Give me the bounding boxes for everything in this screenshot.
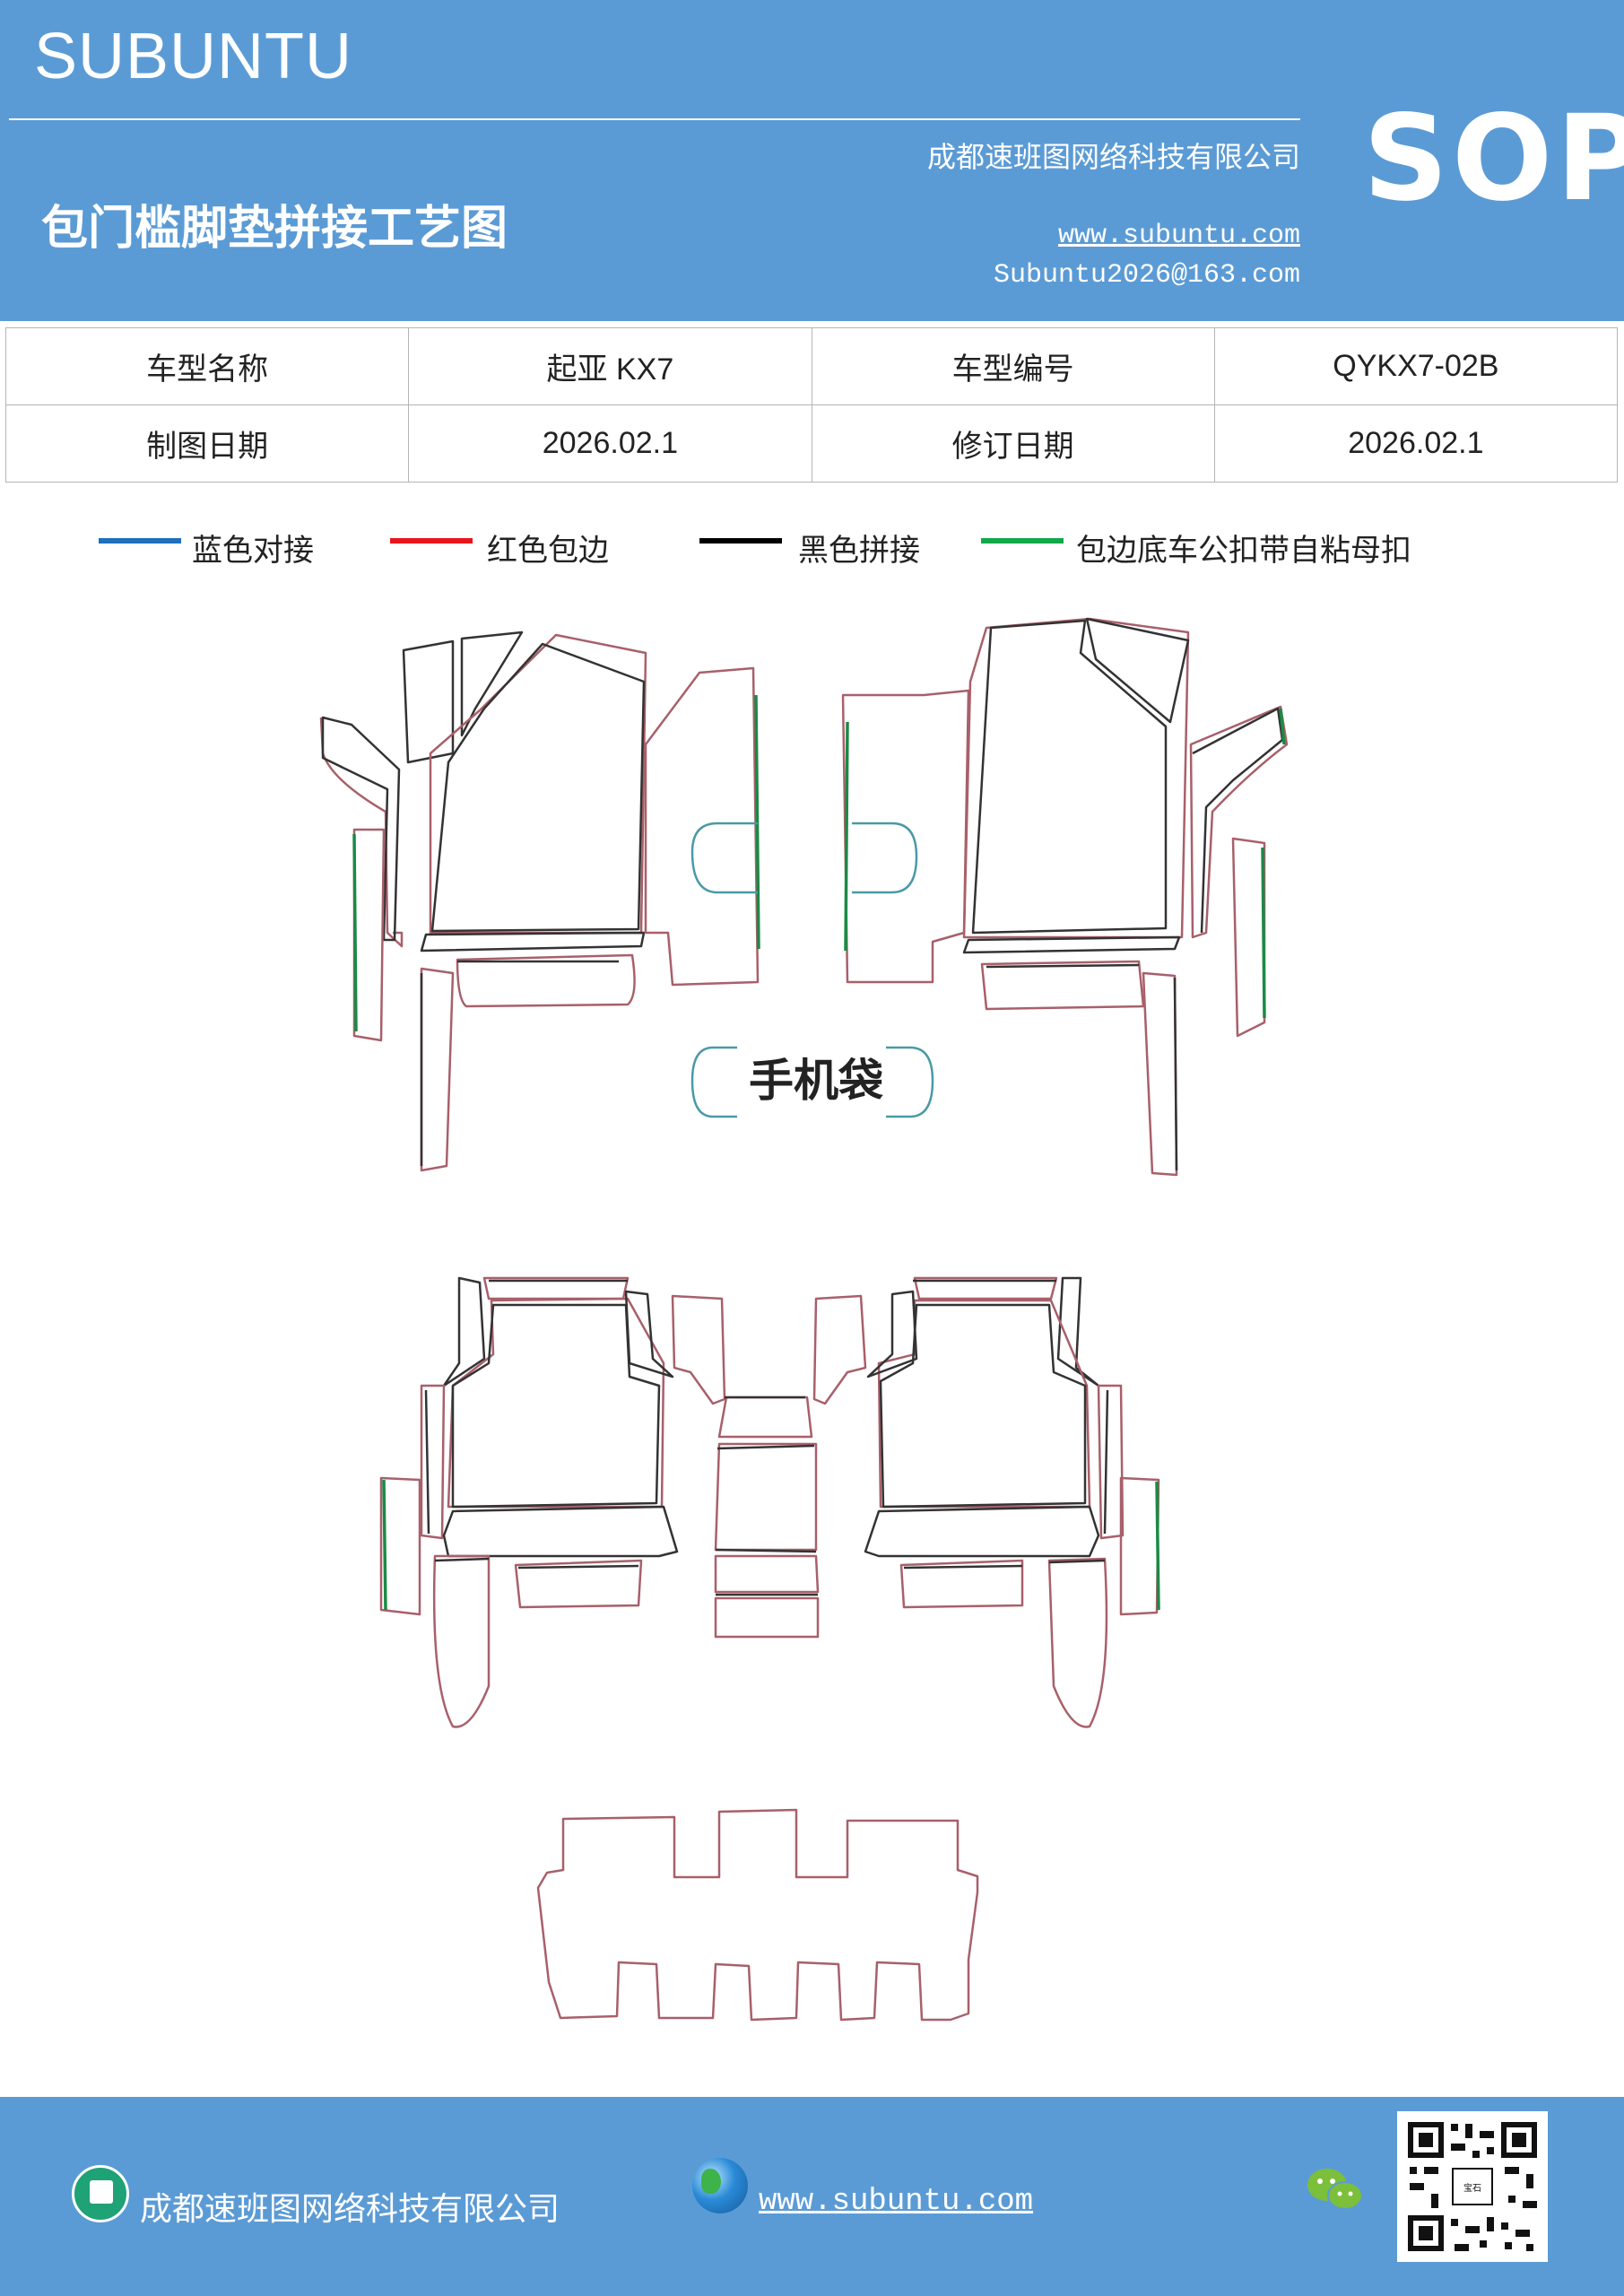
model-name-label: 车型名称 [4,327,410,405]
header-band: SUBUNTU 包门槛脚垫拼接工艺图 成都速班图网络科技有限公司 www.sub… [0,0,1624,321]
mat-pattern-drawing: 手机袋 [319,617,1289,2022]
legend-label: 包边底车公扣带自粘母扣 [1076,533,1411,569]
legend-label: 蓝色对接 [192,533,314,569]
svg-text:宝石: 宝石 [1463,2182,1481,2194]
phone-bag-label: 手机袋 [749,1055,883,1107]
brand-logo-text: SUBUNTU [34,21,353,92]
legend-swatch [699,538,782,544]
document-title: 包门槛脚垫拼接工艺图 [41,201,508,256]
legend-label: 黑色拼接 [798,533,920,569]
footer-band: 成都速班图网络科技有限公司 www.subuntu.com 宝石 [0,2097,1624,2296]
building-icon [72,2165,129,2222]
revise-date-value: 2026.02.1 [1213,404,1619,483]
footer-company-name: 成都速班图网络科技有限公司 [140,2191,560,2228]
sop-label: SOP [1363,90,1624,228]
header-email: Subuntu2026@163.com [993,260,1300,291]
second-row-mats [379,1276,726,1728]
revise-date-label: 修订日期 [811,404,1215,483]
footer-website-link[interactable]: www.subuntu.com [759,2185,1034,2219]
legend-swatch [390,538,473,544]
front-right-mat-group [841,617,1289,1177]
legend-label: 红色包边 [487,533,609,569]
table-row: 制图日期 2026.02.1 修订日期 2026.02.1 [4,404,1619,483]
front-left-mat-group [319,631,760,1172]
qr-code: 宝石 [1397,2111,1548,2262]
legend-swatch [99,538,181,544]
header-divider [9,118,1300,120]
color-legend: 蓝色对接 红色包边 黑色拼接 包边底车公扣带自粘母扣 [0,529,1624,583]
legend-swatch [981,538,1064,544]
model-code-label: 车型编号 [811,327,1215,405]
vehicle-info-table: 车型名称 起亚 KX7 车型编号 QYKX7-02B 制图日期 2026.02.… [4,327,1619,483]
draw-date-label: 制图日期 [4,404,410,483]
table-row: 车型名称 起亚 KX7 车型编号 QYKX7-02B [4,327,1619,405]
model-code-value: QYKX7-02B [1213,327,1619,405]
draw-date-value: 2026.02.1 [408,404,812,483]
header-company-name: 成都速班图网络科技有限公司 [926,140,1300,174]
header-website-link[interactable]: www.subuntu.com [1057,221,1300,251]
wechat-icon[interactable] [1304,2163,1367,2217]
center-hump-mat [714,1396,820,1639]
globe-icon [692,2158,748,2213]
second-row-right-mats [812,1276,1160,1728]
third-row-mat [536,1808,979,2022]
model-name-value: 起亚 KX7 [408,327,812,405]
